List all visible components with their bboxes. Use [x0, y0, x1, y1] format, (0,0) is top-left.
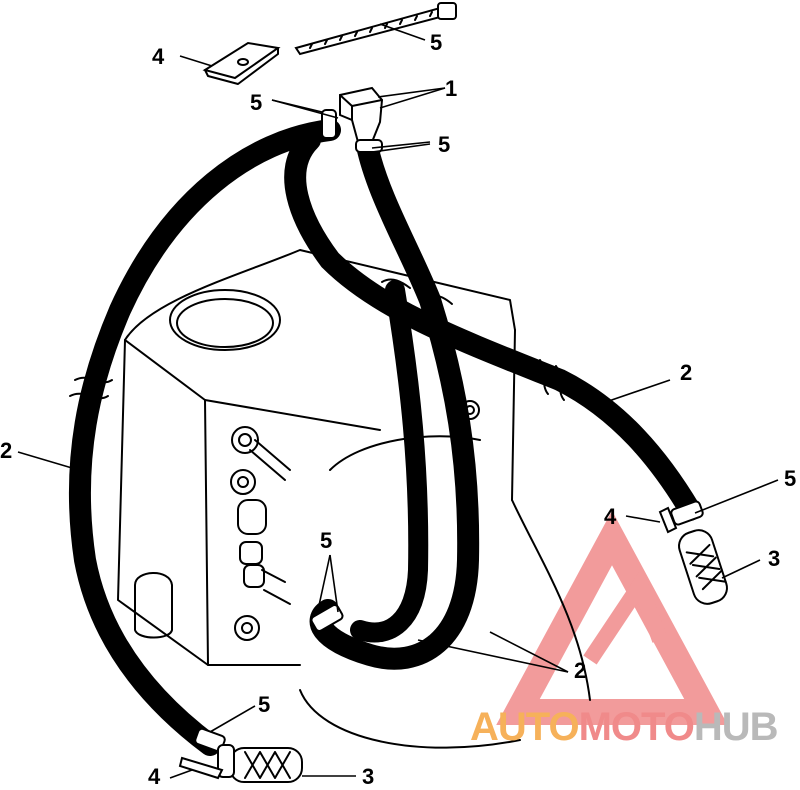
- label-clamp-left: 5: [250, 90, 262, 115]
- tee-fitting: [339, 86, 384, 143]
- watermark-part1: AUTO: [470, 705, 579, 749]
- clamps: [194, 109, 704, 753]
- filter-bottom: [217, 744, 303, 783]
- label-filter-bottom: 3: [362, 764, 374, 789]
- label-clamp-right-lower: 5: [784, 466, 796, 491]
- watermark-text: AUTOMOTOHUB: [470, 705, 779, 749]
- hoses: [68, 119, 701, 756]
- label-cable-tie: 5: [430, 30, 442, 55]
- clamp-top-right: [355, 139, 383, 153]
- cable-tie: [294, 2, 457, 56]
- label-clamp-center: 5: [320, 528, 332, 553]
- bracket-right: [658, 506, 678, 534]
- label-filter-right: 3: [768, 546, 780, 571]
- filter-right: [678, 529, 728, 605]
- label-clamp-right: 5: [438, 132, 450, 157]
- label-clamp-bottom: 5: [258, 692, 270, 717]
- watermark-part3: HUB: [694, 705, 778, 749]
- label-hose-right: 2: [680, 360, 692, 385]
- fuel-tank: [117, 249, 591, 749]
- leader-lines: [17, 23, 779, 779]
- tank-fittings: [230, 426, 291, 641]
- clamp-center: [310, 604, 344, 632]
- part-labels: 5 4 1 5 5 2 2 5 5 4 3 2 5 4 3: [0, 30, 796, 789]
- label-hose-bottom: 2: [574, 658, 586, 683]
- watermark-logo: [496, 510, 728, 725]
- label-fitting: 1: [445, 76, 457, 101]
- label-bracket-top: 4: [152, 44, 165, 69]
- label-bracket-bottom: 4: [148, 764, 161, 789]
- bracket-top: [202, 41, 281, 85]
- tank-mount-boss: [134, 572, 173, 639]
- bracket-bottom: [178, 756, 224, 780]
- filler-cap-opening: [169, 289, 281, 351]
- label-hose-left: 2: [0, 438, 12, 463]
- label-bracket-right: 4: [604, 504, 617, 529]
- svg-text:AUTOMOTOHUB: AUTOMOTOHUB: [470, 705, 778, 749]
- watermark-part2: MOTO: [579, 705, 694, 749]
